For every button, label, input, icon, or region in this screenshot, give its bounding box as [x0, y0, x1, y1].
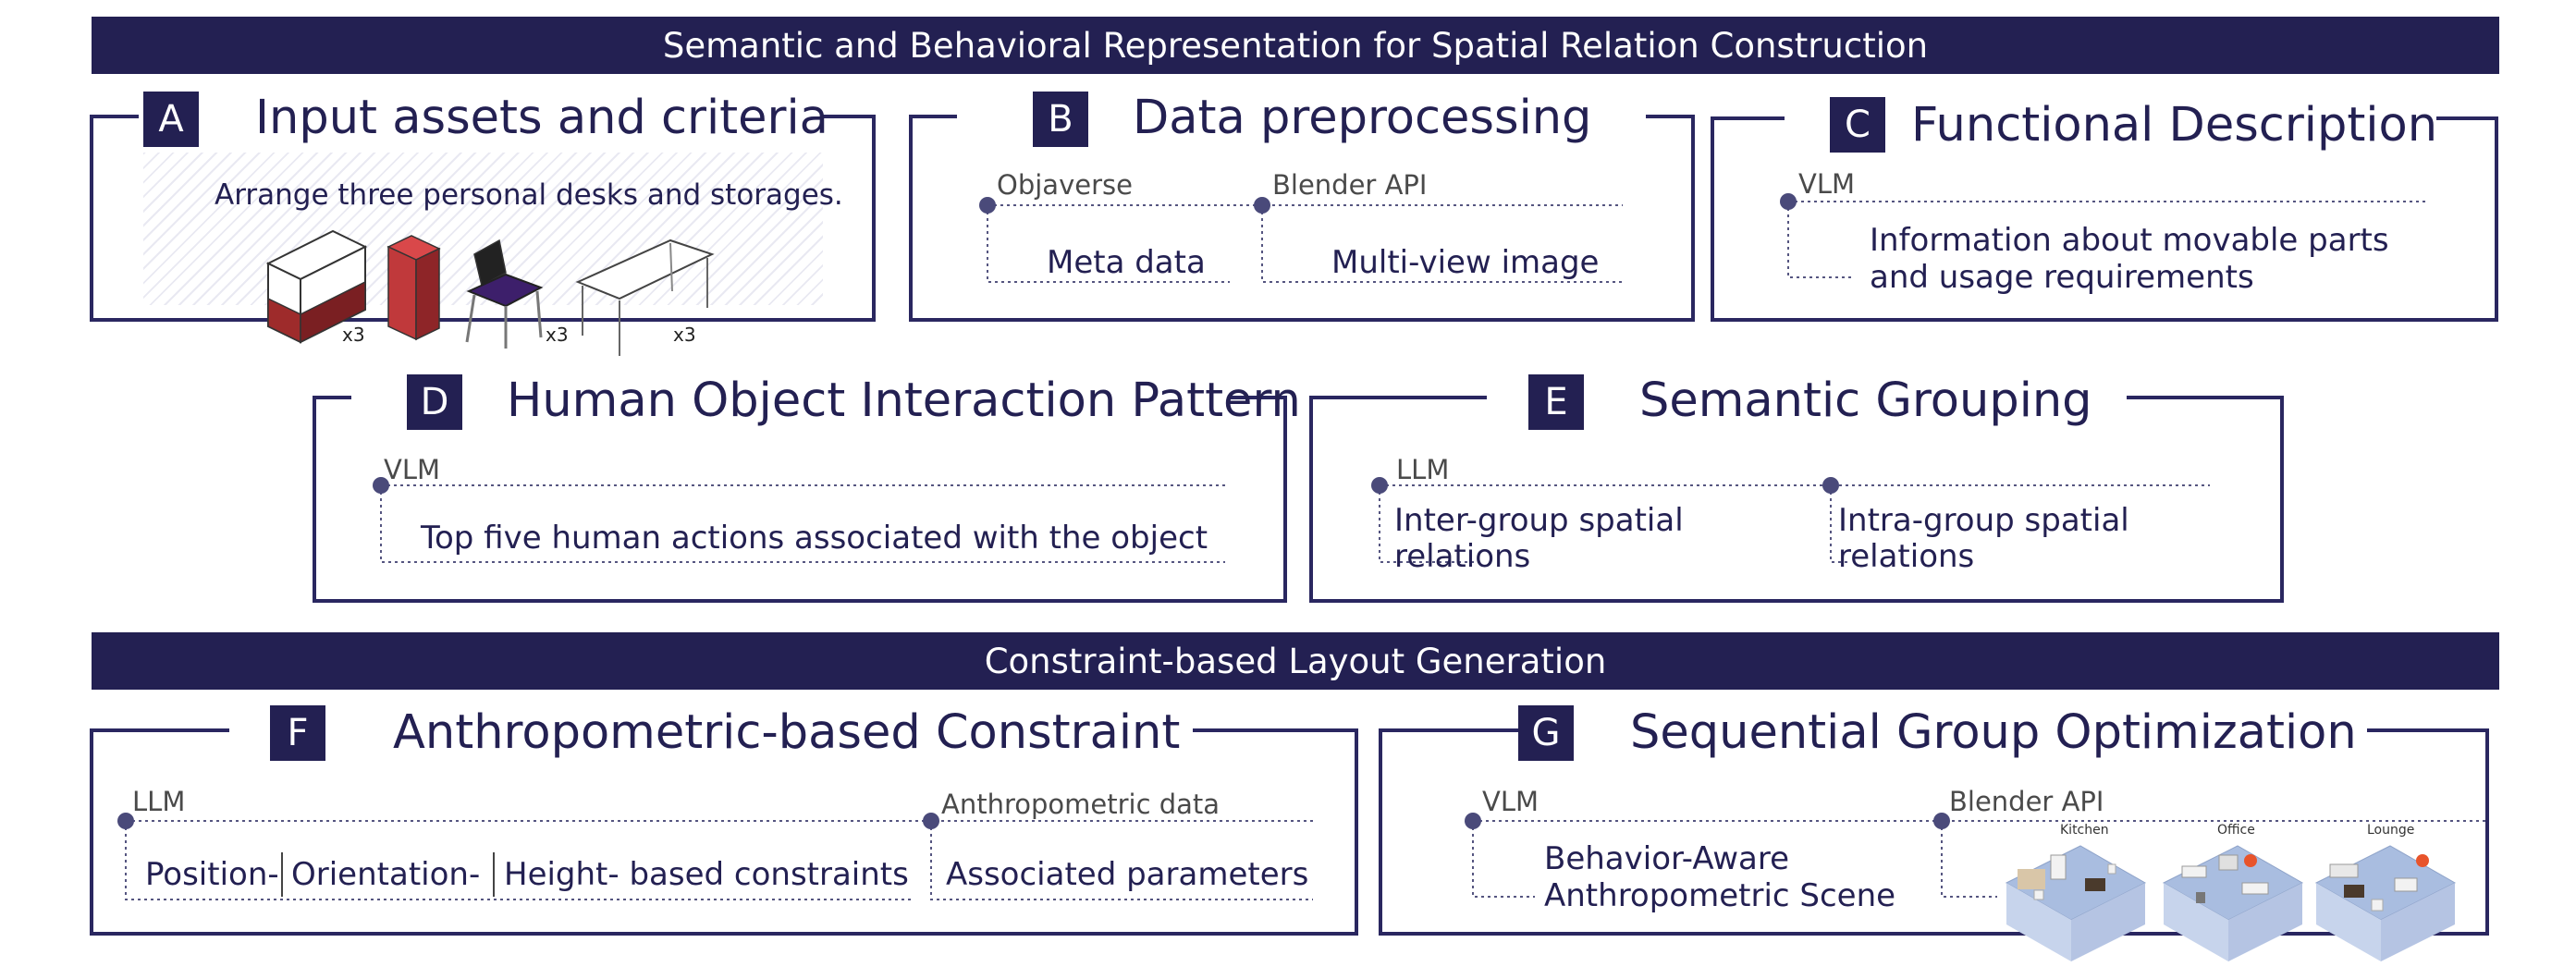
badge-g: G	[1518, 705, 1574, 761]
header-constraint-layout: Constraint-based Layout Generation	[92, 632, 2499, 690]
source-vlm: VLM	[1482, 786, 1539, 817]
node-dot	[1254, 197, 1270, 214]
source-anthropometric-data: Anthropometric data	[941, 789, 1221, 820]
multiplier-table: x3	[673, 324, 696, 346]
constraint-position: Position-	[145, 856, 279, 893]
badge-d: D	[407, 374, 462, 430]
badge-a: A	[143, 92, 199, 147]
badge-b: B	[1033, 92, 1088, 147]
frame-d	[313, 396, 1287, 603]
functional-line-2: and usage requirements	[1870, 259, 2254, 296]
multiplier-chair: x3	[546, 324, 569, 346]
associated-parameters: Associated parameters	[946, 856, 1309, 893]
item-multi-view-image: Multi-view image	[1331, 244, 1600, 281]
lounge-scene-icon	[2314, 845, 2457, 961]
source-vlm: VLM	[1798, 168, 1856, 200]
source-blender-api: Blender API	[1949, 786, 2104, 817]
node-dot	[1465, 813, 1481, 829]
panel-f-title: Anthropometric-based Constraint	[393, 705, 1181, 760]
frame-a	[90, 115, 876, 322]
functional-line-1: Information about movable parts	[1870, 222, 2389, 259]
header-semantic-behavioral: Semantic and Behavioral Representation f…	[92, 17, 2499, 74]
panel-b-title: Data preprocessing	[1133, 91, 1592, 145]
source-llm: LLM	[1396, 454, 1450, 485]
scene-line-2: Anthropometric Scene	[1544, 877, 1896, 914]
scene-label-office: Office	[2217, 823, 2255, 838]
interaction-text: Top five human actions associated with t…	[421, 520, 1208, 557]
source-llm: LLM	[132, 786, 186, 817]
badge-c: C	[1830, 97, 1885, 153]
inter-group-line-1: Inter-group spatial	[1394, 502, 1684, 539]
frame-b	[909, 115, 1695, 322]
badge-e: E	[1528, 374, 1584, 430]
frame-c	[1711, 116, 2498, 322]
node-dot	[373, 477, 389, 494]
multiplier-shelf: x3	[342, 324, 365, 346]
furniture-assets-icon	[265, 229, 715, 356]
node-dot	[979, 197, 996, 214]
separator	[493, 852, 495, 897]
kitchen-scene-icon	[2005, 845, 2147, 961]
source-blender-api: Blender API	[1272, 169, 1428, 201]
scene-line-1: Behavior-Aware	[1544, 840, 1789, 877]
scene-label-kitchen: Kitchen	[2060, 823, 2109, 838]
panel-d-title: Human Object Interaction Pattern	[507, 373, 1301, 428]
frame-f	[90, 728, 1358, 936]
intra-group-line-2: relations	[1838, 538, 1975, 575]
badge-f: F	[270, 705, 325, 761]
scene-label-lounge: Lounge	[2367, 823, 2415, 838]
panel-g-title: Sequential Group Optimization	[1630, 705, 2357, 760]
panel-a-prompt: Arrange three personal desks and storage…	[215, 178, 843, 212]
frame-g	[1379, 728, 2489, 936]
node-dot	[1933, 813, 1950, 829]
panel-e-title: Semantic Grouping	[1639, 373, 2092, 428]
panel-c-title: Functional Description	[1911, 98, 2438, 153]
item-meta-data: Meta data	[1047, 244, 1206, 281]
inter-group-line-2: relations	[1394, 538, 1531, 575]
node-dot	[117, 813, 134, 829]
node-dot	[1371, 477, 1388, 494]
constraint-height: Height- based constraints	[504, 856, 909, 893]
source-objaverse: Objaverse	[997, 169, 1133, 201]
frame-e	[1309, 396, 2284, 603]
source-vlm: VLM	[384, 454, 441, 485]
node-dot	[923, 813, 939, 829]
intra-group-line-1: Intra-group spatial	[1838, 502, 2129, 539]
panel-a-title: Input assets and criteria	[255, 91, 828, 145]
node-dot	[1822, 477, 1839, 494]
separator	[281, 852, 283, 897]
node-dot	[1780, 193, 1797, 210]
constraint-orientation: Orientation-	[291, 856, 481, 893]
office-scene-icon	[2162, 845, 2304, 961]
